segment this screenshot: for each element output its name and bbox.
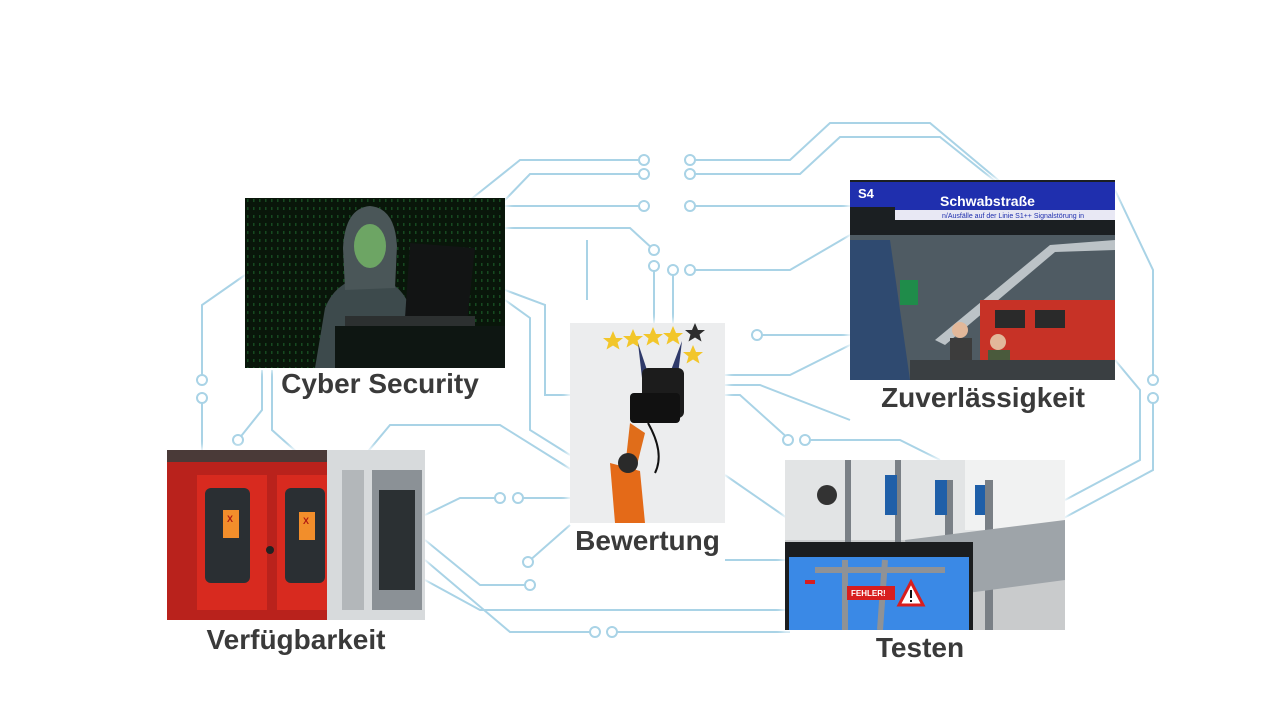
testen-image: FEHLER!: [785, 460, 1065, 630]
testen-label: Testen: [875, 632, 965, 663]
error-text: FEHLER!: [851, 589, 886, 598]
door-sticker-right: X: [303, 516, 309, 526]
rating-stars: [603, 326, 703, 364]
cyber-security-image: [245, 198, 505, 368]
cyber-security-label: Cyber Security: [281, 368, 479, 399]
station-name: Schwabstraße: [940, 193, 1035, 209]
station-ticker: n/Ausfälle auf der Linie S1++ Signalstör…: [942, 213, 1084, 220]
error-badge: [847, 586, 895, 600]
verfuegbarkeit-label: Verfügbarkeit: [206, 624, 386, 655]
door-sticker-left: X: [227, 514, 233, 524]
zuverlaessigkeit-image: S4 Schwabstraße n/Ausfälle auf der Linie…: [850, 180, 1115, 380]
line-number: S4: [858, 186, 875, 201]
bewertung-image: [570, 323, 725, 523]
bewertung-label: Bewertung: [575, 525, 720, 556]
zuverlaessigkeit-label: Zuverlässigkeit: [881, 382, 1085, 413]
verfuegbarkeit-image: X X: [167, 450, 425, 620]
